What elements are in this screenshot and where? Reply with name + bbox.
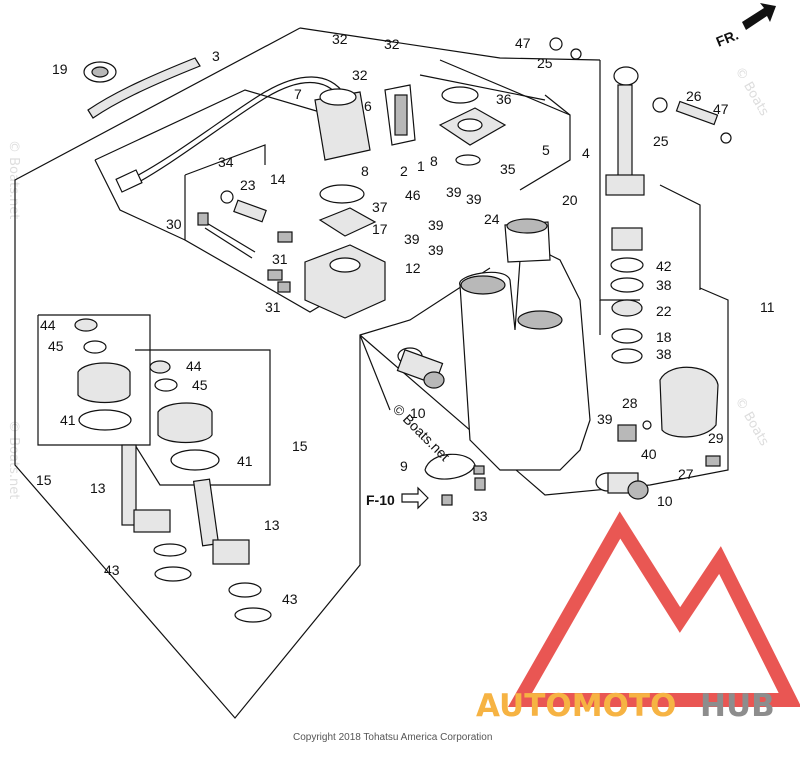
callout-label: 39 — [428, 217, 444, 233]
callout-label: 22 — [656, 303, 672, 319]
callout-label: 31 — [265, 299, 281, 315]
automotohub-logo: AUTOMOTO HUB — [476, 511, 800, 724]
callout-label: 32 — [384, 36, 400, 52]
callout-label: 39 — [446, 184, 462, 200]
part-motor-6 — [314, 84, 416, 161]
callout-label: 17 — [372, 221, 388, 237]
callout-label: 46 — [405, 187, 421, 203]
callout-label: 43 — [282, 591, 298, 607]
svg-text:© Boats.net: © Boats.net — [6, 420, 21, 499]
callout-label: 6 — [364, 98, 372, 114]
logo-text-automoto: AUTOMOTO — [476, 688, 676, 724]
callout-label: 23 — [240, 177, 256, 193]
reference-f10: F-10 — [366, 486, 429, 510]
callout-label: 8 — [430, 153, 438, 169]
part-reservoir-36 — [438, 86, 507, 166]
callout-label: 11 — [760, 299, 775, 315]
callout-label: 4 — [582, 145, 590, 161]
callout-label: 25 — [537, 55, 553, 71]
group-outlines — [14, 27, 729, 719]
callout-label: 29 — [708, 430, 724, 446]
callout-label: 31 — [272, 251, 288, 267]
callout-label: 13 — [90, 480, 106, 496]
callout-label: 47 — [713, 101, 729, 117]
callout-label: 8 — [361, 163, 369, 179]
callout-label: 44 — [40, 317, 56, 333]
logo-text-hub: HUB — [700, 688, 775, 724]
callout-label: 47 — [515, 35, 531, 51]
direction-arrow-fr: FR. — [714, 3, 776, 50]
callout-label: 34 — [218, 154, 234, 170]
callout-label: 30 — [166, 216, 182, 232]
callout-label: 42 — [656, 258, 672, 274]
callout-label: 12 — [405, 260, 421, 276]
callout-label: 19 — [52, 61, 68, 77]
callout-label: 25 — [653, 133, 669, 149]
callout-label: 38 — [656, 346, 672, 362]
logo-triangle-mark — [507, 511, 800, 707]
callout-label: 13 — [264, 517, 280, 533]
callout-label: 20 — [562, 192, 578, 208]
part-hose-3 — [83, 57, 201, 119]
callout-label: 45 — [192, 377, 208, 393]
callout-label: 27 — [678, 466, 694, 482]
callout-label: 5 — [542, 142, 550, 158]
fr-label: FR. — [714, 26, 741, 49]
part-cylinders — [74, 318, 272, 623]
callout-label: 18 — [656, 329, 672, 345]
part-bushings-10 — [396, 347, 649, 506]
callout-label: 40 — [641, 446, 657, 462]
copyright-text: Copyright 2018 Tohatsu America Corporati… — [293, 732, 492, 743]
part-accumulator-27 — [617, 366, 721, 467]
callout-label: 32 — [352, 67, 368, 83]
part-valve-body-12 — [304, 184, 386, 319]
callout-label: 41 — [60, 412, 76, 428]
callout-label: 14 — [270, 171, 286, 187]
callout-label: 36 — [496, 91, 512, 107]
part-housing — [459, 218, 591, 471]
svg-text:© Boats.net: © Boats.net — [6, 140, 21, 219]
callout-label: 15 — [292, 438, 308, 454]
part-tilt-ram — [549, 37, 732, 364]
part-harness-7 — [115, 76, 346, 193]
callout-label: 26 — [686, 88, 702, 104]
callout-label: 44 — [186, 358, 202, 374]
callout-label: 39 — [428, 242, 444, 258]
callout-label: 3 — [212, 48, 220, 64]
callout-label: 15 — [36, 472, 52, 488]
callout-label: 32 — [332, 31, 348, 47]
svg-text:© Boats: © Boats — [732, 65, 772, 119]
callout-label: 41 — [237, 453, 253, 469]
callout-label: 7 — [294, 86, 302, 102]
callout-label: 2 — [400, 163, 408, 179]
f10-label: F-10 — [366, 492, 395, 508]
callout-label: 33 — [472, 508, 488, 524]
callout-label: 35 — [500, 161, 516, 177]
part-valves — [197, 190, 293, 293]
svg-text:© Boats: © Boats — [732, 395, 772, 449]
callout-label: 39 — [404, 231, 420, 247]
callout-label: 9 — [400, 458, 408, 474]
callout-label: 39 — [466, 191, 482, 207]
callout-label: 38 — [656, 277, 672, 293]
callout-label: 37 — [372, 199, 388, 215]
callout-label: 24 — [484, 211, 500, 227]
callout-label: 45 — [48, 338, 64, 354]
callout-label: 39 — [597, 411, 613, 427]
callout-label: 28 — [622, 395, 638, 411]
callout-label: 10 — [410, 405, 426, 421]
callout-label: 10 — [657, 493, 673, 509]
callout-label: 43 — [104, 562, 120, 578]
callout-label: 1 — [417, 158, 425, 174]
